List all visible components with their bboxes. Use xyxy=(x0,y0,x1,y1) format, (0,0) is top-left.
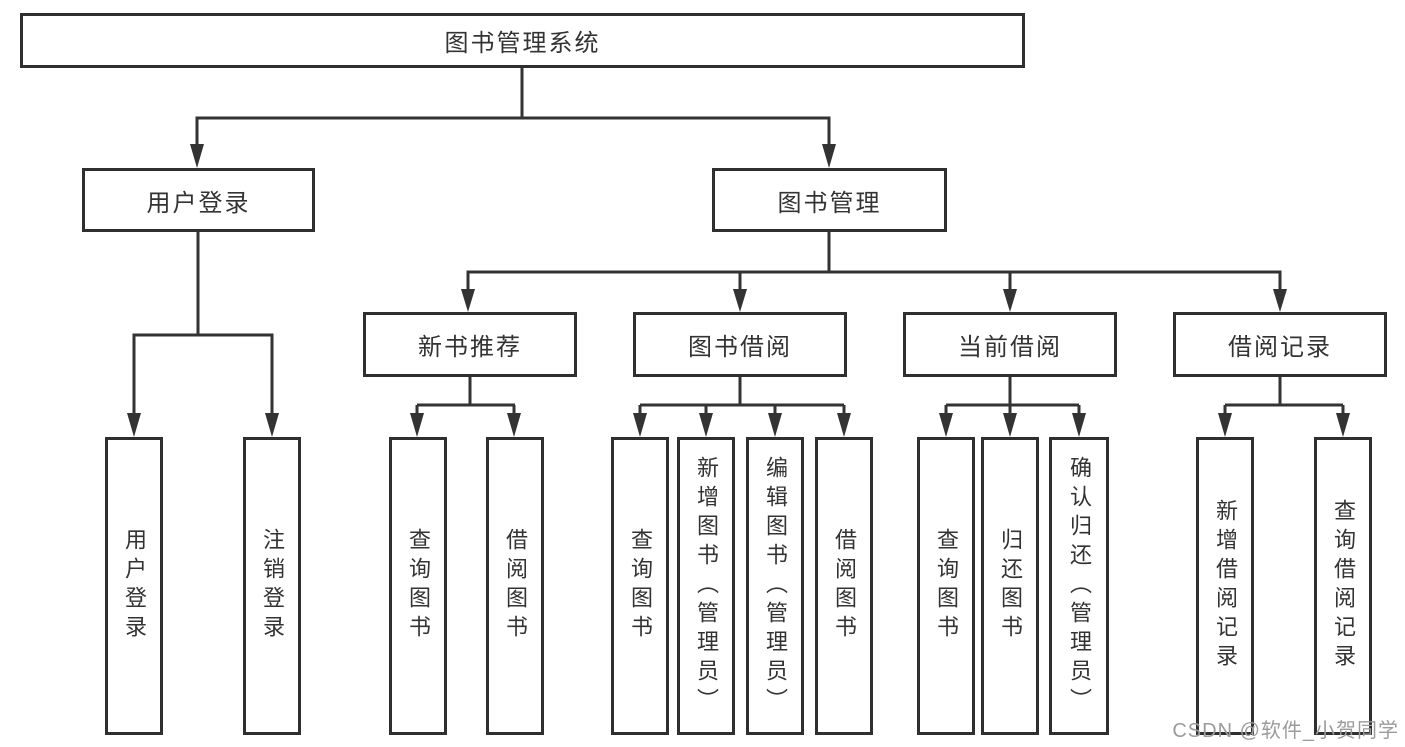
leaf-recommend-query-books: 查询图书 xyxy=(389,437,447,735)
node-label: 编辑图书（管理员） xyxy=(763,455,788,717)
leaf-user-login: 用户登录 xyxy=(105,437,163,735)
leaf-borrowing-add-books-admin: 新增图书（管理员） xyxy=(677,437,735,735)
node-book-management: 图书管理 xyxy=(712,168,947,232)
leaf-borrowing-query-books: 查询图书 xyxy=(611,437,669,735)
node-label: 用户登录 xyxy=(146,189,251,217)
leaf-recommend-borrow-books: 借阅图书 xyxy=(486,437,544,735)
node-user-login: 用户登录 xyxy=(82,168,315,232)
node-borrowing-records: 借阅记录 xyxy=(1173,312,1387,377)
node-label: 归还图书 xyxy=(998,528,1023,644)
leaf-current-query-books: 查询图书 xyxy=(917,437,975,735)
csdn-watermark: CSDN @软件_小贺同学 xyxy=(1172,720,1399,742)
node-label: 用户登录 xyxy=(122,528,147,644)
leaf-current-confirm-return-admin: 确认归还（管理员） xyxy=(1049,437,1109,735)
node-label: 查询图书 xyxy=(934,528,959,644)
node-label: 确认归还（管理员） xyxy=(1067,455,1092,717)
leaf-records-query-record: 查询借阅记录 xyxy=(1314,437,1372,735)
node-new-book-recommend: 新书推荐 xyxy=(363,312,577,377)
node-label: 借阅图书 xyxy=(503,528,528,644)
node-label: 新增借阅记录 xyxy=(1213,499,1238,673)
node-label: 查询图书 xyxy=(406,528,431,644)
node-label: 图书管理系统 xyxy=(444,30,601,57)
leaf-current-return-books: 归还图书 xyxy=(981,437,1039,735)
leaf-records-add-record: 新增借阅记录 xyxy=(1196,437,1254,735)
leaf-logout: 注销登录 xyxy=(243,437,301,735)
node-label: 借阅图书 xyxy=(832,528,857,644)
node-label: 注销登录 xyxy=(260,528,285,644)
node-label: 新增图书（管理员） xyxy=(694,455,719,717)
node-current-borrowing: 当前借阅 xyxy=(903,312,1117,377)
node-label: 新书推荐 xyxy=(418,334,522,361)
leaf-borrowing-borrow-books: 借阅图书 xyxy=(815,437,873,735)
node-label: 借阅记录 xyxy=(1228,334,1332,361)
node-library-system: 图书管理系统 xyxy=(20,13,1025,68)
node-label: 查询图书 xyxy=(628,528,653,644)
node-label: 当前借阅 xyxy=(958,334,1062,361)
node-label: 查询借阅记录 xyxy=(1331,499,1356,673)
node-label: 图书借阅 xyxy=(688,334,792,361)
node-book-borrowing: 图书借阅 xyxy=(633,312,847,377)
leaf-borrowing-edit-books-admin: 编辑图书（管理员） xyxy=(746,437,804,735)
node-label: 图书管理 xyxy=(777,189,882,217)
